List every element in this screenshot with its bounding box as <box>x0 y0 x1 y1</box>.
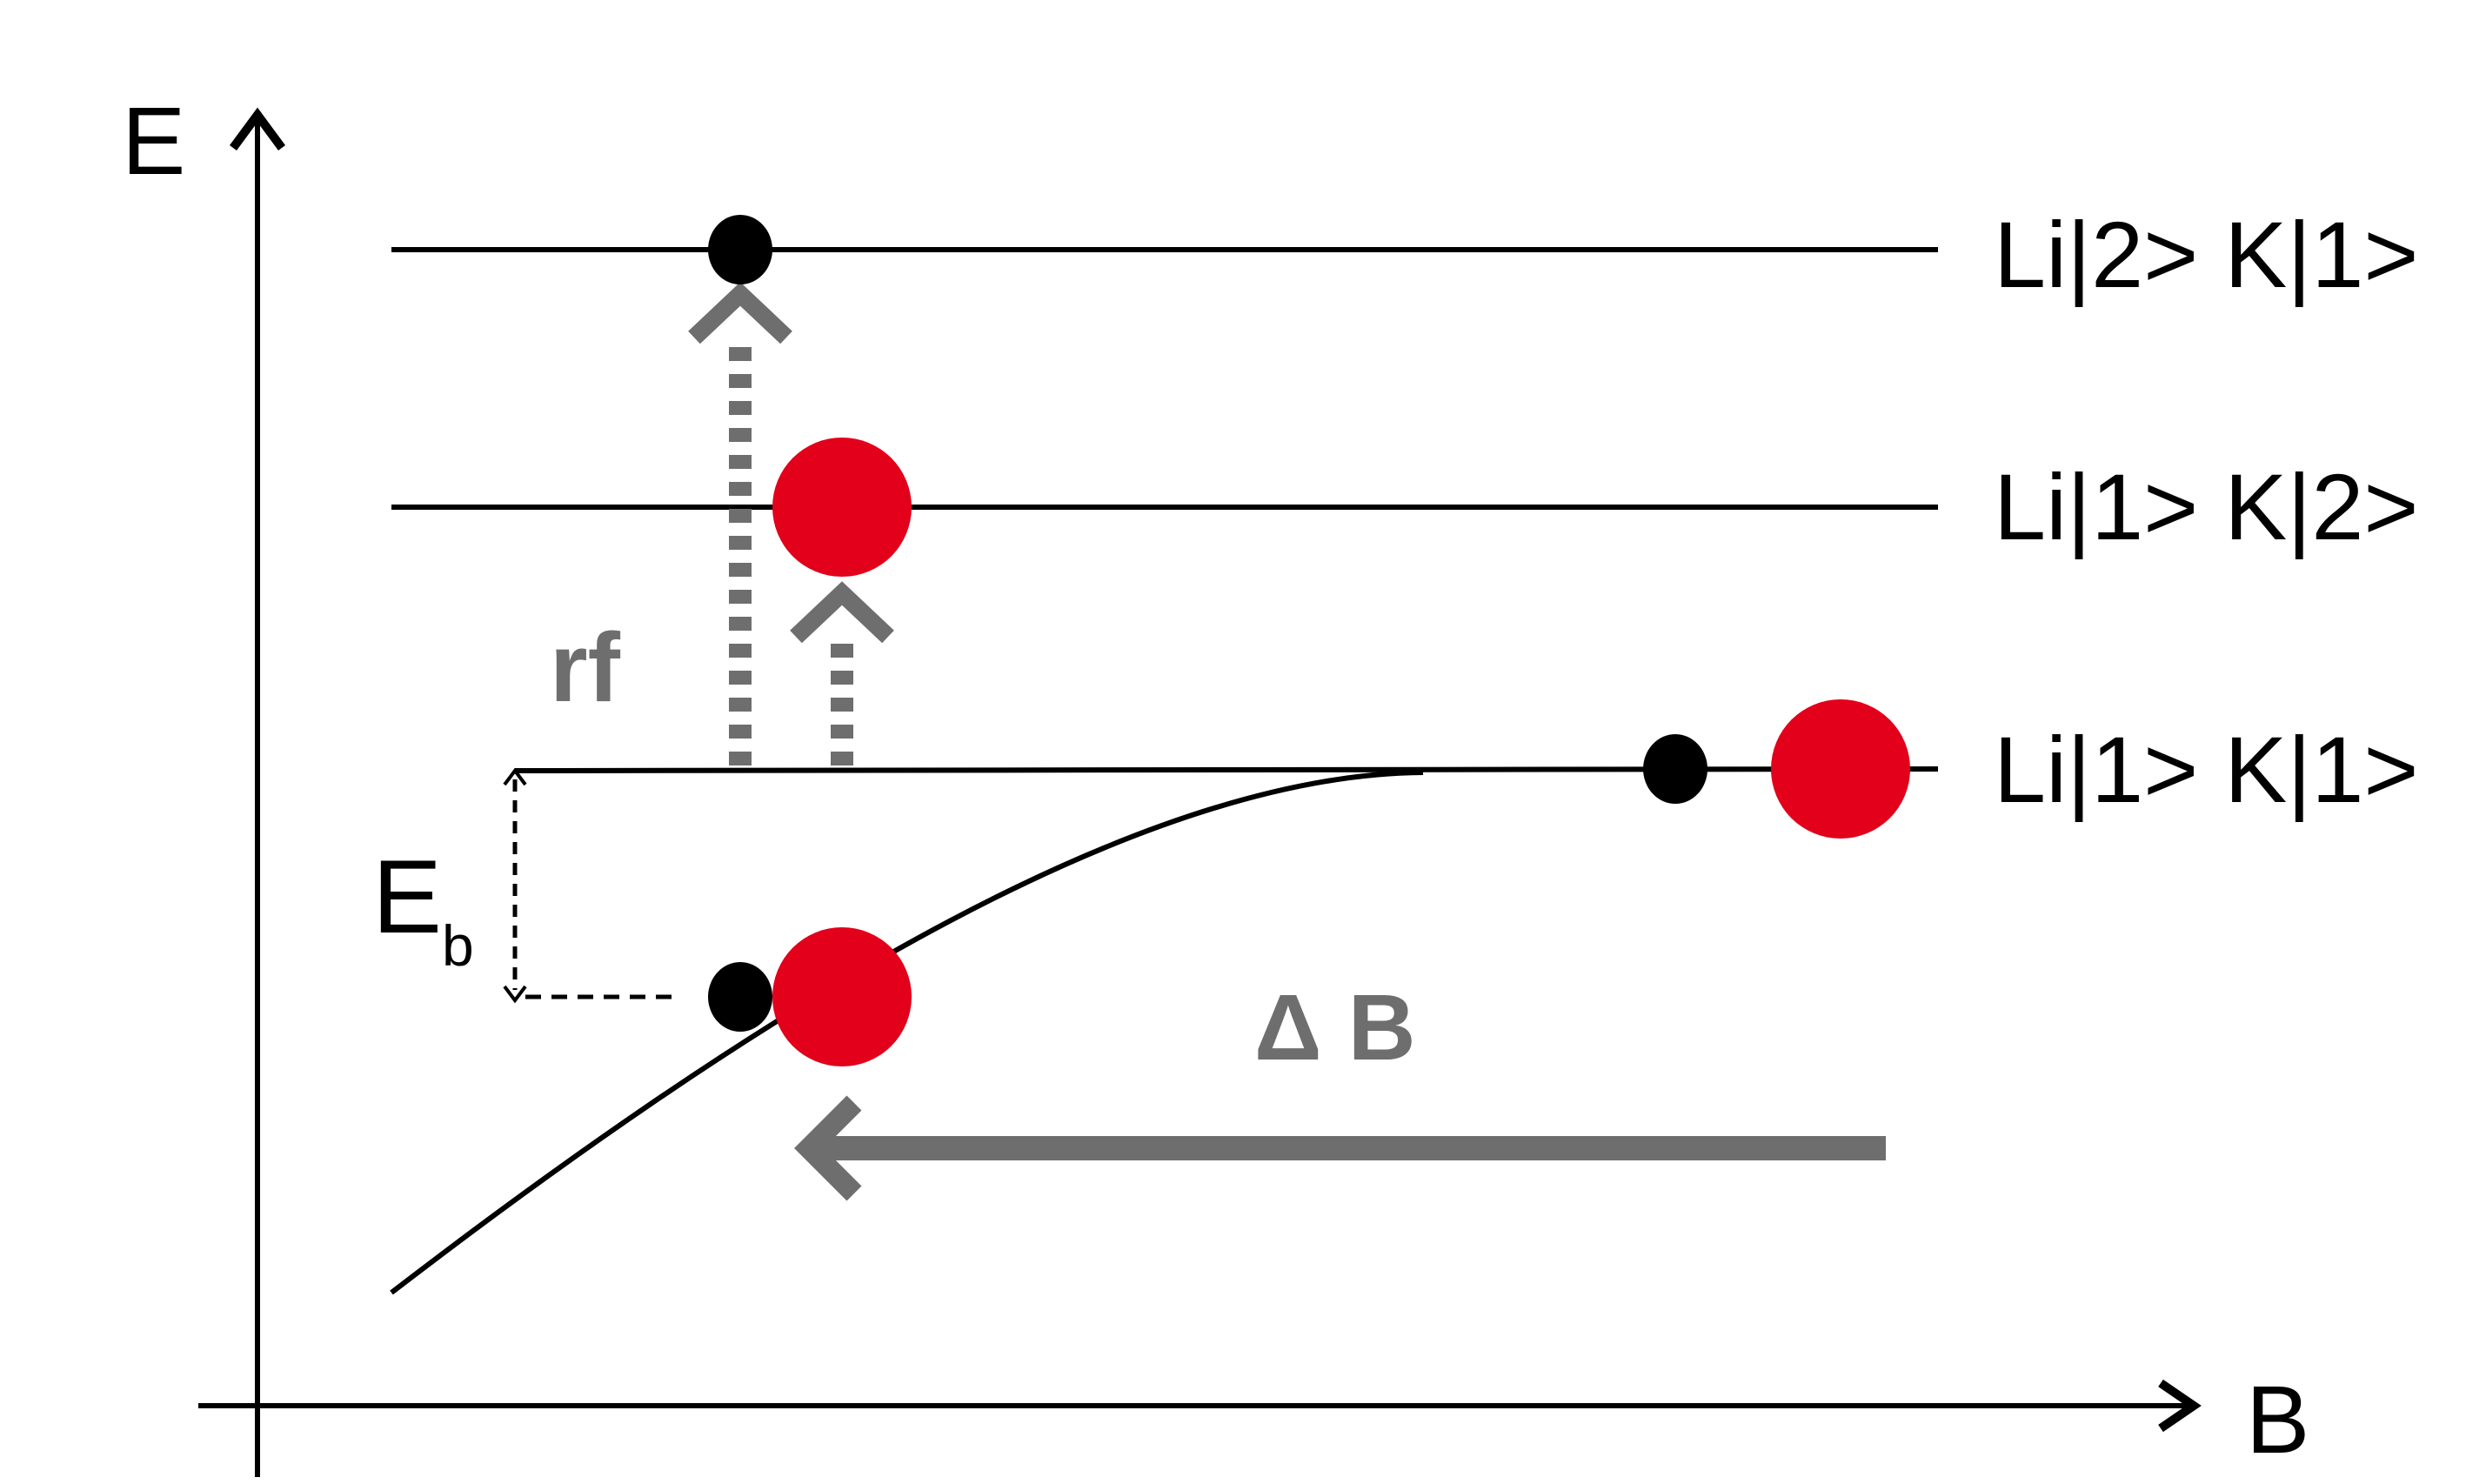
large-atom-free <box>1771 699 1910 839</box>
x-axis-arrowhead <box>2158 1379 2202 1433</box>
large-atom-middle <box>772 438 912 577</box>
axes <box>198 107 2202 1477</box>
small-atom-bound <box>708 962 772 1032</box>
level-li1-k1 <box>514 766 1939 773</box>
y-axis-arrowhead <box>229 107 286 150</box>
state-label-li1-k2: Li|1> K|2> <box>1994 454 2418 559</box>
state-label-li2-k1: Li|2> K|1> <box>1994 202 2418 307</box>
binding-energy-subscript: b <box>442 913 474 978</box>
atoms <box>708 215 1910 1066</box>
field-sweep-head <box>794 1095 862 1201</box>
energy-levels <box>390 247 1939 1295</box>
small-atom-upper <box>708 215 772 284</box>
rf-arrow-short-head <box>790 581 894 644</box>
small-atom-free <box>1643 734 1707 804</box>
large-atom-bound <box>772 927 912 1066</box>
binding-energy-arrowhead-bottom <box>503 985 527 1004</box>
x-axis-label: B <box>2246 1367 2309 1474</box>
binding-energy-indicator <box>503 767 678 1004</box>
state-label-li1-k1: Li|1> K|1> <box>1994 717 2418 822</box>
field-sweep-arrow <box>794 1095 1886 1201</box>
rf-transition-arrows <box>688 282 894 765</box>
field-sweep-label: Δ B <box>1254 974 1416 1080</box>
rf-arrow-long-head <box>688 282 792 344</box>
binding-energy-symbol: E <box>372 839 442 955</box>
molecular-state-curve <box>390 770 1424 1295</box>
rf-label: rf <box>550 613 621 722</box>
y-axis-label: E <box>122 88 185 195</box>
binding-energy-arrowhead-top <box>503 767 527 786</box>
